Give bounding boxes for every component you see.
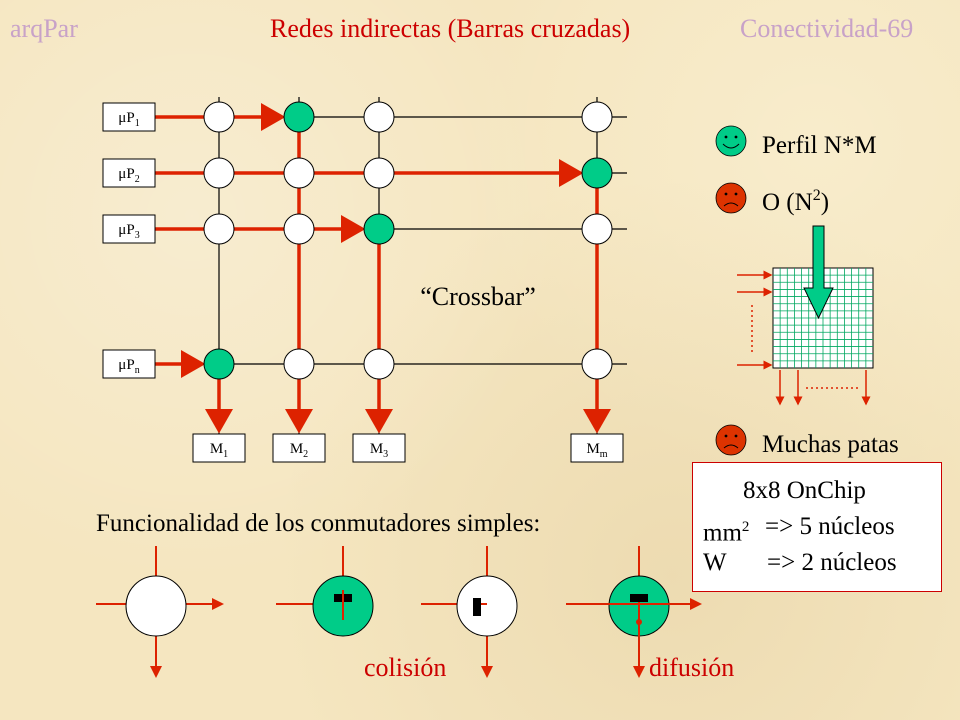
- switch-open: [283, 348, 315, 380]
- processor-box: [102, 214, 156, 244]
- switch-closed: [363, 213, 395, 245]
- processor-column: μP1 μP2 μP3 μPn: [102, 102, 156, 379]
- property-pins: Muchas patas: [715, 424, 899, 458]
- switch-open: [581, 213, 613, 245]
- notes-power-value: => 2 núcleos: [767, 549, 897, 576]
- switch-function-vertical: [421, 546, 518, 678]
- sad-face-icon: [715, 424, 747, 456]
- switch-open: [203, 157, 235, 189]
- header-slide-id: Conectividad-69: [740, 14, 914, 43]
- crossbar-grid: [155, 97, 627, 434]
- switch-open: [283, 213, 315, 245]
- happy-face-icon: [715, 125, 747, 157]
- processor-box: [102, 349, 156, 379]
- processor-label: μPn: [118, 357, 139, 376]
- switch-function-broadcast: [566, 546, 702, 678]
- switch-closed: [581, 157, 613, 189]
- memory-box: [192, 433, 246, 463]
- processor-box: [102, 158, 156, 188]
- crosspoint-switches: [203, 101, 613, 380]
- switch-open: [283, 157, 315, 189]
- switch-function-collision: [276, 546, 374, 637]
- switch-functions-title: Funcionalidad de los conmutadores simple…: [96, 510, 540, 537]
- property-text-complexity: O (N2): [762, 187, 829, 216]
- property-complexity: O (N2): [715, 182, 829, 216]
- switch-open: [203, 101, 235, 133]
- memory-label: M1: [210, 441, 228, 460]
- processor-box: [102, 102, 156, 132]
- switch-closed: [283, 101, 315, 133]
- label-broadcast: difusión: [649, 653, 734, 682]
- memory-box: [352, 433, 406, 463]
- notes-area-unit: mm2: [703, 519, 750, 547]
- notes-area-value: => 5 núcleos: [765, 513, 895, 540]
- crossbar-label: “Crossbar”: [420, 282, 536, 311]
- property-text-profile: Perfil N*M: [762, 132, 877, 159]
- complexity-grid-illustration: [737, 225, 874, 406]
- memory-label: M3: [370, 441, 388, 460]
- notes-power-unit: W: [703, 549, 727, 576]
- switch-closed: [203, 348, 235, 380]
- memory-label: Mm: [586, 441, 607, 460]
- memory-row: M1 M2 M3 Mm: [192, 433, 624, 463]
- processor-label: μP1: [118, 110, 139, 129]
- notes-line-config: 8x8 OnChip: [743, 477, 866, 504]
- memory-box: [272, 433, 326, 463]
- switch-open: [363, 157, 395, 189]
- header-course-name: arqPar: [10, 14, 78, 43]
- property-profile: Perfil N*M: [715, 125, 877, 159]
- memory-label: M2: [290, 441, 308, 460]
- label-collision: colisión: [364, 653, 446, 682]
- memory-box: [570, 433, 624, 463]
- switch-function-straight: [96, 546, 224, 678]
- property-text-pins: Muchas patas: [762, 431, 899, 458]
- processor-label: μP3: [118, 222, 139, 241]
- onchip-notes-box: 8x8 OnChip mm2 => 5 núcleos W => 2 núcle…: [692, 462, 942, 592]
- switch-open: [203, 213, 235, 245]
- processor-label: μP2: [118, 166, 139, 185]
- page-title: Redes indirectas (Barras cruzadas): [270, 14, 631, 43]
- switch-open: [363, 101, 395, 133]
- switch-open: [581, 348, 613, 380]
- sad-face-icon: [715, 182, 747, 214]
- switch-open: [581, 101, 613, 133]
- switch-open: [363, 348, 395, 380]
